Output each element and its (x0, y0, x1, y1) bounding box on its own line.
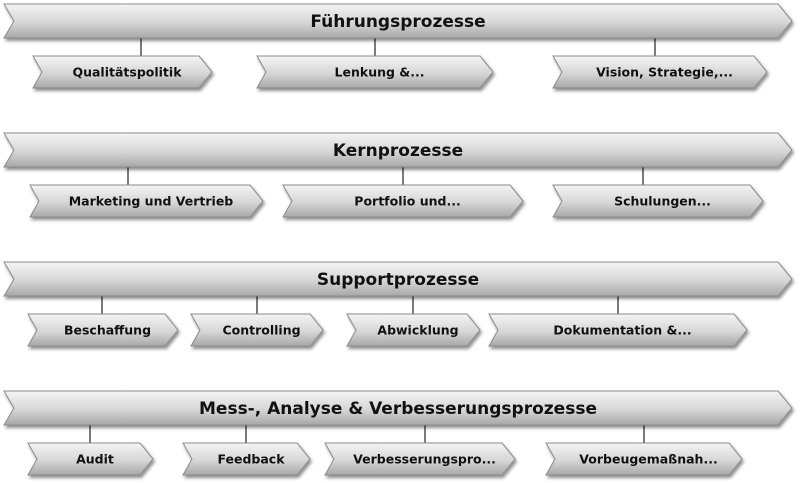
sub-process-label: Vorbeugemaßnah... (579, 452, 717, 467)
sub-process-label: Marketing und Vertrieb (69, 194, 234, 209)
main-process-title: Kernprozesse (333, 141, 463, 161)
sub-process[interactable]: Marketing und Vertrieb (29, 184, 264, 218)
sub-process-arrow[interactable] (324, 442, 516, 476)
sub-process-arrow[interactable] (27, 442, 154, 476)
main-process-title: Supportprozesse (317, 270, 479, 290)
sub-process-label: Dokumentation &... (553, 323, 691, 338)
sub-process-arrow[interactable] (552, 55, 768, 89)
sub-process[interactable]: Audit (27, 442, 154, 476)
sub-process-label: Abwicklung (377, 323, 458, 338)
sub-process[interactable]: Beschaffung (27, 313, 179, 347)
sub-process-arrow[interactable] (346, 313, 481, 347)
sub-process-arrow[interactable] (32, 55, 213, 89)
sub-process[interactable]: Controlling (190, 313, 324, 347)
sub-process[interactable]: Feedback (182, 442, 311, 476)
sub-process-arrow[interactable] (29, 184, 264, 218)
main-process-title: Mess-, Analyse & Verbesserungsprozesse (199, 399, 597, 419)
sub-process-label: Portfolio und... (354, 194, 460, 209)
sub-process-label: Feedback (217, 452, 285, 467)
sub-process-label: Schulungen... (614, 194, 711, 209)
main-process-title: Führungsprozesse (310, 12, 485, 32)
sub-process[interactable]: Lenkung &... (256, 55, 494, 89)
sub-process-label: Lenkung &... (335, 65, 425, 80)
sub-process-arrow[interactable] (27, 313, 179, 347)
main-process-arrow[interactable] (3, 132, 793, 168)
sub-process-label: Beschaffung (64, 323, 151, 338)
sub-process-arrow[interactable] (182, 442, 311, 476)
sub-process[interactable]: Abwicklung (346, 313, 481, 347)
main-process-arrow[interactable] (3, 390, 793, 426)
sub-process[interactable]: Vorbeugemaßnah... (545, 442, 743, 476)
process-group: Mess-, Analyse & VerbesserungsprozesseAu… (3, 390, 793, 476)
main-process-arrow[interactable] (3, 3, 793, 39)
sub-process[interactable]: Vision, Strategie,... (552, 55, 768, 89)
main-process-arrow[interactable] (3, 261, 793, 297)
sub-process-arrow[interactable] (282, 184, 524, 218)
sub-process-arrow[interactable] (256, 55, 494, 89)
sub-process-arrow[interactable] (552, 184, 764, 218)
sub-process-label: Controlling (222, 323, 300, 338)
sub-process[interactable]: Qualitätspolitik (32, 55, 213, 89)
sub-process-arrow[interactable] (545, 442, 743, 476)
sub-process-label: Audit (76, 452, 114, 467)
sub-process-label: Vision, Strategie,... (596, 65, 733, 80)
sub-process[interactable]: Portfolio und... (282, 184, 524, 218)
sub-process[interactable]: Schulungen... (552, 184, 764, 218)
sub-process-label: Verbesserungspro... (353, 452, 496, 467)
sub-process-arrow[interactable] (488, 313, 748, 347)
sub-process[interactable]: Dokumentation &... (488, 313, 748, 347)
sub-process-label: Qualitätspolitik (72, 65, 182, 80)
sub-process[interactable]: Verbesserungspro... (324, 442, 516, 476)
sub-process-arrow[interactable] (190, 313, 324, 347)
